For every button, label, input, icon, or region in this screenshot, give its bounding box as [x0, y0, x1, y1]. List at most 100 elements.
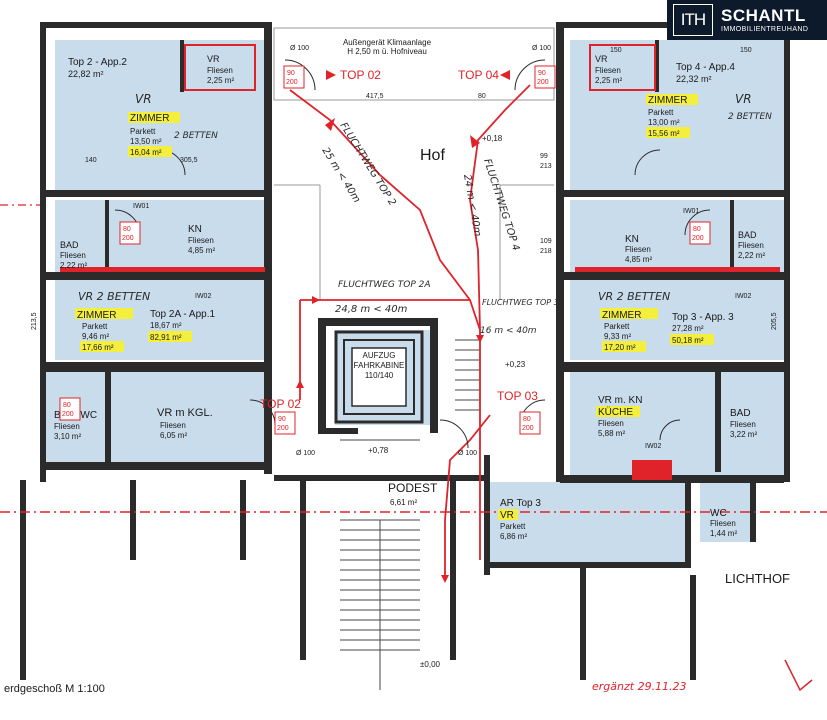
courtyard-label: Hof	[420, 147, 445, 164]
dim-w6: 305,5	[180, 157, 198, 164]
note-vr-2betten-r: VR 2 BETTEN	[598, 290, 670, 303]
elevator: AUFZUG FAHRKABINE 110/140	[334, 330, 424, 424]
room-bad-r2-name: BAD	[730, 408, 751, 419]
room-wc-floor: Fliesen	[710, 519, 736, 528]
dim-w9: 109	[540, 238, 552, 245]
room-vrkgl-floor: Fliesen	[160, 421, 186, 430]
door-w-e: 90	[278, 416, 286, 423]
room-zimmer2-l-area: 9,46 m²	[82, 332, 109, 341]
room-fills	[45, 40, 785, 562]
door-w-f: 80	[63, 402, 71, 409]
elevator-label-2: FAHRKABINE	[354, 361, 405, 370]
note-flucht-top2a: FLUCHTWEG TOP 2A	[338, 280, 431, 290]
note-2betten-r: 2 BETTEN	[728, 112, 772, 122]
room-vr-tr-area: 2,25 m²	[595, 76, 622, 85]
unit-top2a: ZIMMER Parkett 9,46 m² 17,66 m² Top 2A -…	[75, 308, 215, 352]
dim-level-1: +0,18	[482, 134, 503, 143]
door-h-c: 200	[122, 235, 134, 242]
room-ar-name: AR Top 3	[500, 498, 541, 509]
note-vr-r: VR	[735, 92, 752, 106]
room-vrkn-floor: Fliesen	[598, 419, 624, 428]
room-vr-tr-floor: Fliesen	[595, 66, 621, 75]
escape-route-arrowheads	[296, 118, 484, 583]
room-podest-name: PODEST	[388, 481, 438, 495]
dim-w1: 417,5	[366, 93, 384, 100]
room-vrkgl-area: 6,05 m²	[160, 431, 187, 440]
iw-label-1: IW02	[195, 293, 211, 300]
room-kn-r-name: KN	[625, 234, 639, 245]
red-scribble	[784, 659, 813, 692]
door-w-g: 80	[523, 416, 531, 423]
room-zimmer2-r-area2: 17,20 m²	[604, 343, 636, 352]
dim-d1: Ø 100	[290, 45, 309, 52]
room-zimmer2-l-floor: Parkett	[82, 322, 108, 331]
room-bad-l-area: 2,22 m²	[60, 261, 87, 270]
room-zimmer-r-name: ZIMMER	[648, 95, 687, 106]
ac-unit-label-2: H 2,50 m ü. Hofniveau	[347, 47, 427, 56]
room-vrkn-name: VR m. KN	[598, 395, 642, 406]
door-w-d: 80	[693, 226, 701, 233]
room-ar-floor: Parkett	[500, 522, 526, 531]
room-badwc-floor: Fliesen	[54, 422, 80, 431]
row-bad-kn: BAD Fliesen 2,22 m² KN Fliesen 4,85 m² K…	[60, 224, 765, 270]
lichthof-label: LICHTHOF	[725, 571, 790, 586]
top-markers: TOP 02 TOP 04 TOP 02 TOP 03	[260, 68, 538, 411]
door-h-b: 200	[537, 79, 549, 86]
room-wc-name: WC	[710, 508, 727, 519]
room-zimmer-l-name: ZIMMER	[130, 113, 169, 124]
door-tags: 90 200 90 200 80 200 80 200 90 200 80 20…	[59, 65, 711, 435]
room-zimmer-l-area: 13,50 m²	[130, 137, 162, 146]
note-2betten-l: 2 BETTEN	[174, 131, 218, 141]
door-w-b: 90	[538, 70, 546, 77]
room-kn-r-floor: Fliesen	[625, 245, 651, 254]
unit-top2-area: 22,82 m²	[68, 69, 104, 79]
door-h-g: 200	[522, 425, 534, 432]
dim-d4: Ø 100	[458, 450, 477, 457]
room-vr-tl-floor: Fliesen	[207, 66, 233, 75]
unit-top2-title: Top 2 - App.2	[68, 57, 127, 68]
iw-label-2: IW02	[735, 293, 751, 300]
dim-w3: 150	[610, 47, 622, 54]
room-bad-r2-floor: Fliesen	[730, 420, 756, 429]
room-vr-tl-area: 2,25 m²	[207, 76, 234, 85]
company-logo: ITH SCHANTL IMMOBILIENTREUHAND	[667, 0, 827, 40]
door-arcs	[114, 59, 711, 449]
room-zimmer-l-area2: 16,04 m²	[130, 148, 162, 157]
note-dist-top2a: 24,8 m < 40m	[335, 304, 408, 315]
unit-top4: Top 4 - App.4 22,32 m² VR Fliesen 2,25 m…	[595, 54, 735, 138]
marker-top02b: TOP 02	[260, 397, 301, 411]
door-h-d: 200	[692, 235, 704, 242]
iw-label-4: IW01	[683, 208, 699, 215]
room-zimmer-r-area: 13,00 m²	[648, 118, 680, 127]
dim-w10: 218	[540, 248, 552, 255]
room-zimmer2-r-floor: Parkett	[604, 322, 630, 331]
note-dist-top3: 16 m < 40m	[480, 326, 537, 336]
elevator-label-1: AUFZUG	[363, 351, 396, 360]
logo-mark: ITH	[673, 4, 713, 36]
logo-brand: SCHANTL	[721, 6, 806, 25]
dim-d3: Ø 100	[296, 450, 315, 457]
red-highlights	[60, 44, 780, 480]
dim-level-2: +0,23	[505, 360, 526, 369]
dimensions: Ø 100 Ø 100 Ø 100 Ø 100 417,5 80 150 150…	[31, 45, 778, 669]
note-ergaenzt: ergänzt 29.11.23	[592, 680, 687, 693]
note-flucht-top3: FLUCHTWEG TOP 3	[482, 298, 559, 307]
room-vr-tr-name: VR	[595, 54, 608, 64]
room-bad-r-area: 2,22 m²	[738, 251, 765, 260]
dim-w5: 140	[85, 157, 97, 164]
room-kn-r-area: 4,85 m²	[625, 255, 652, 264]
unit-top3-area1: 27,28 m²	[672, 324, 704, 333]
staircase	[340, 339, 480, 690]
room-vrkgl-name: VR m KGL.	[157, 407, 213, 419]
room-zimmer2-l-name: ZIMMER	[77, 310, 116, 321]
room-zimmer-r-floor: Parkett	[648, 108, 674, 117]
unit-top2a-area2: 82,91 m²	[150, 333, 182, 342]
marker-top03: TOP 03	[497, 389, 538, 403]
dim-w7: 99	[540, 153, 548, 160]
unit-top3-title: Top 3 - App. 3	[672, 312, 734, 323]
dim-w8: 213	[540, 163, 552, 170]
room-bad-l-floor: Fliesen	[60, 251, 86, 260]
room-bad-r-floor: Fliesen	[738, 241, 764, 250]
room-wc-area: 1,44 m²	[710, 529, 737, 538]
